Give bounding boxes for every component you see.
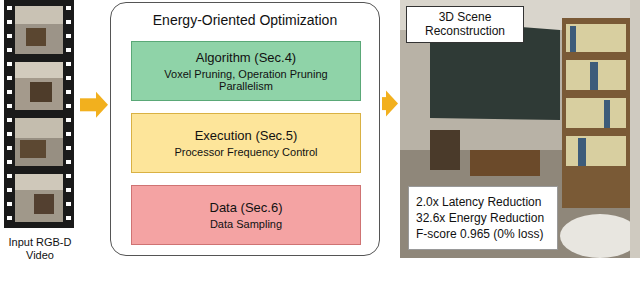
- metrics-box: 2.0x Latency Reduction32.6x Energy Reduc…: [408, 186, 558, 250]
- metric-text: 32.6x Energy Reduction: [416, 210, 550, 226]
- arrow-head: [96, 92, 108, 118]
- algorithm-box: Algorithm (Sec.4) Voxel Pruning, Operatio…: [131, 41, 361, 101]
- flow-arrow: [382, 91, 398, 117]
- metric-text: F-score 0.965 (0% loss): [416, 226, 550, 242]
- panel-title: Energy-Oriented Optimization: [111, 12, 379, 28]
- metric-text: 2.0x Latency Reduction: [416, 194, 550, 210]
- box-heading: Algorithm (Sec.4): [196, 50, 296, 65]
- arrow-shaft: [80, 98, 97, 111]
- box-body: Processor Frequency Control: [174, 146, 317, 158]
- box-heading: Data (Sec.6): [210, 200, 283, 215]
- flow-arrow: [80, 92, 108, 118]
- box-body: Voxel Pruning, Operation Pruning Paralle…: [140, 68, 352, 92]
- video-label: Input RGB-D Video: [2, 236, 78, 262]
- box-heading: Execution (Sec.5): [195, 128, 298, 143]
- scene-illustration: [400, 0, 640, 258]
- scene-label: 3D Scene Reconstruction: [406, 6, 524, 43]
- box-body: Data Sampling: [210, 218, 282, 230]
- reconstruction-panel: 3D Scene Reconstruction 2.0x Latency Redu…: [400, 0, 640, 258]
- film-strip: [4, 0, 74, 228]
- video-strip: Input RGB-D Video: [2, 0, 78, 262]
- optimization-panel: Energy-Oriented OptimizationAlgorithm (S…: [110, 2, 380, 256]
- arrow-head: [386, 91, 398, 117]
- data-box: Data (Sec.6) Data Sampling: [131, 185, 361, 245]
- execution-box: Execution (Sec.5) Processor Frequency Con…: [131, 113, 361, 173]
